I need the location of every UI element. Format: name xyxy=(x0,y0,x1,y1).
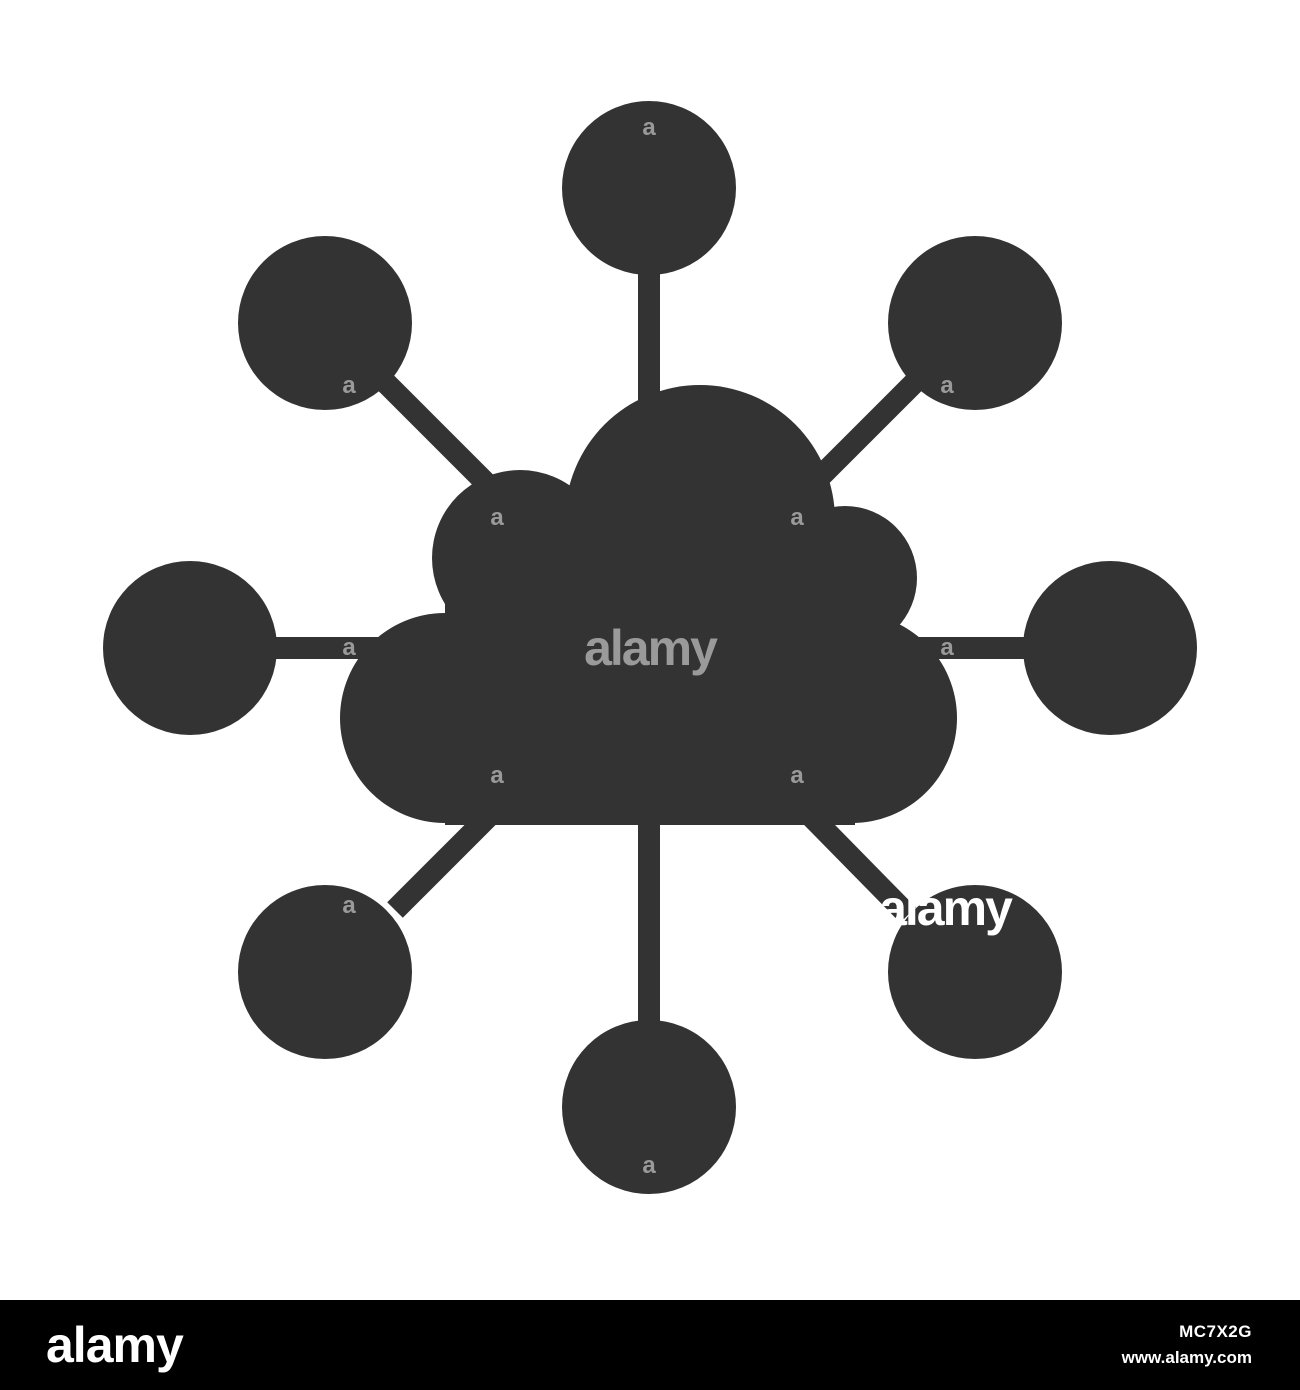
cloud-network-illustration: alamy alamy a a a a a a a a a a a xyxy=(103,101,1197,1194)
watermark-mark: a xyxy=(790,762,804,789)
node-bottom-right xyxy=(888,885,1062,1059)
stock-footer-bar: alamy MC7X2G www.alamy.com xyxy=(0,1300,1300,1390)
image-id: MC7X2G xyxy=(1179,1322,1252,1341)
node-top-left xyxy=(238,236,412,410)
alamy-logo: alamy xyxy=(46,1317,184,1373)
node-top-right xyxy=(888,236,1062,410)
watermark-mark: a xyxy=(342,892,356,919)
node-bottom xyxy=(562,1020,736,1194)
node-right xyxy=(1023,561,1197,735)
watermark-mark: a xyxy=(642,114,656,141)
footer-url: www.alamy.com xyxy=(1121,1348,1252,1367)
cloud-shape xyxy=(340,385,957,825)
watermark-mark: a xyxy=(790,504,804,531)
network-nodes xyxy=(103,101,1197,1194)
watermark-mark: a xyxy=(490,504,504,531)
watermark-mark: a xyxy=(342,634,356,661)
watermark-mark: a xyxy=(940,634,954,661)
watermark-mark: a xyxy=(642,1152,656,1179)
watermark-mark: a xyxy=(940,372,954,399)
watermark-overlay: alamy alamy a a a a a a a a a a a xyxy=(342,114,1015,1179)
connector-line-top-left xyxy=(377,374,508,505)
watermark-bottom-right: alamy xyxy=(879,880,1013,936)
watermark-center: alamy xyxy=(584,620,718,676)
node-top xyxy=(562,101,736,275)
node-bottom-left xyxy=(238,885,412,1059)
node-left xyxy=(103,561,277,735)
watermark-mark: a xyxy=(342,372,356,399)
footer-info: MC7X2G www.alamy.com xyxy=(1122,1322,1252,1368)
watermark-mark: a xyxy=(490,762,504,789)
